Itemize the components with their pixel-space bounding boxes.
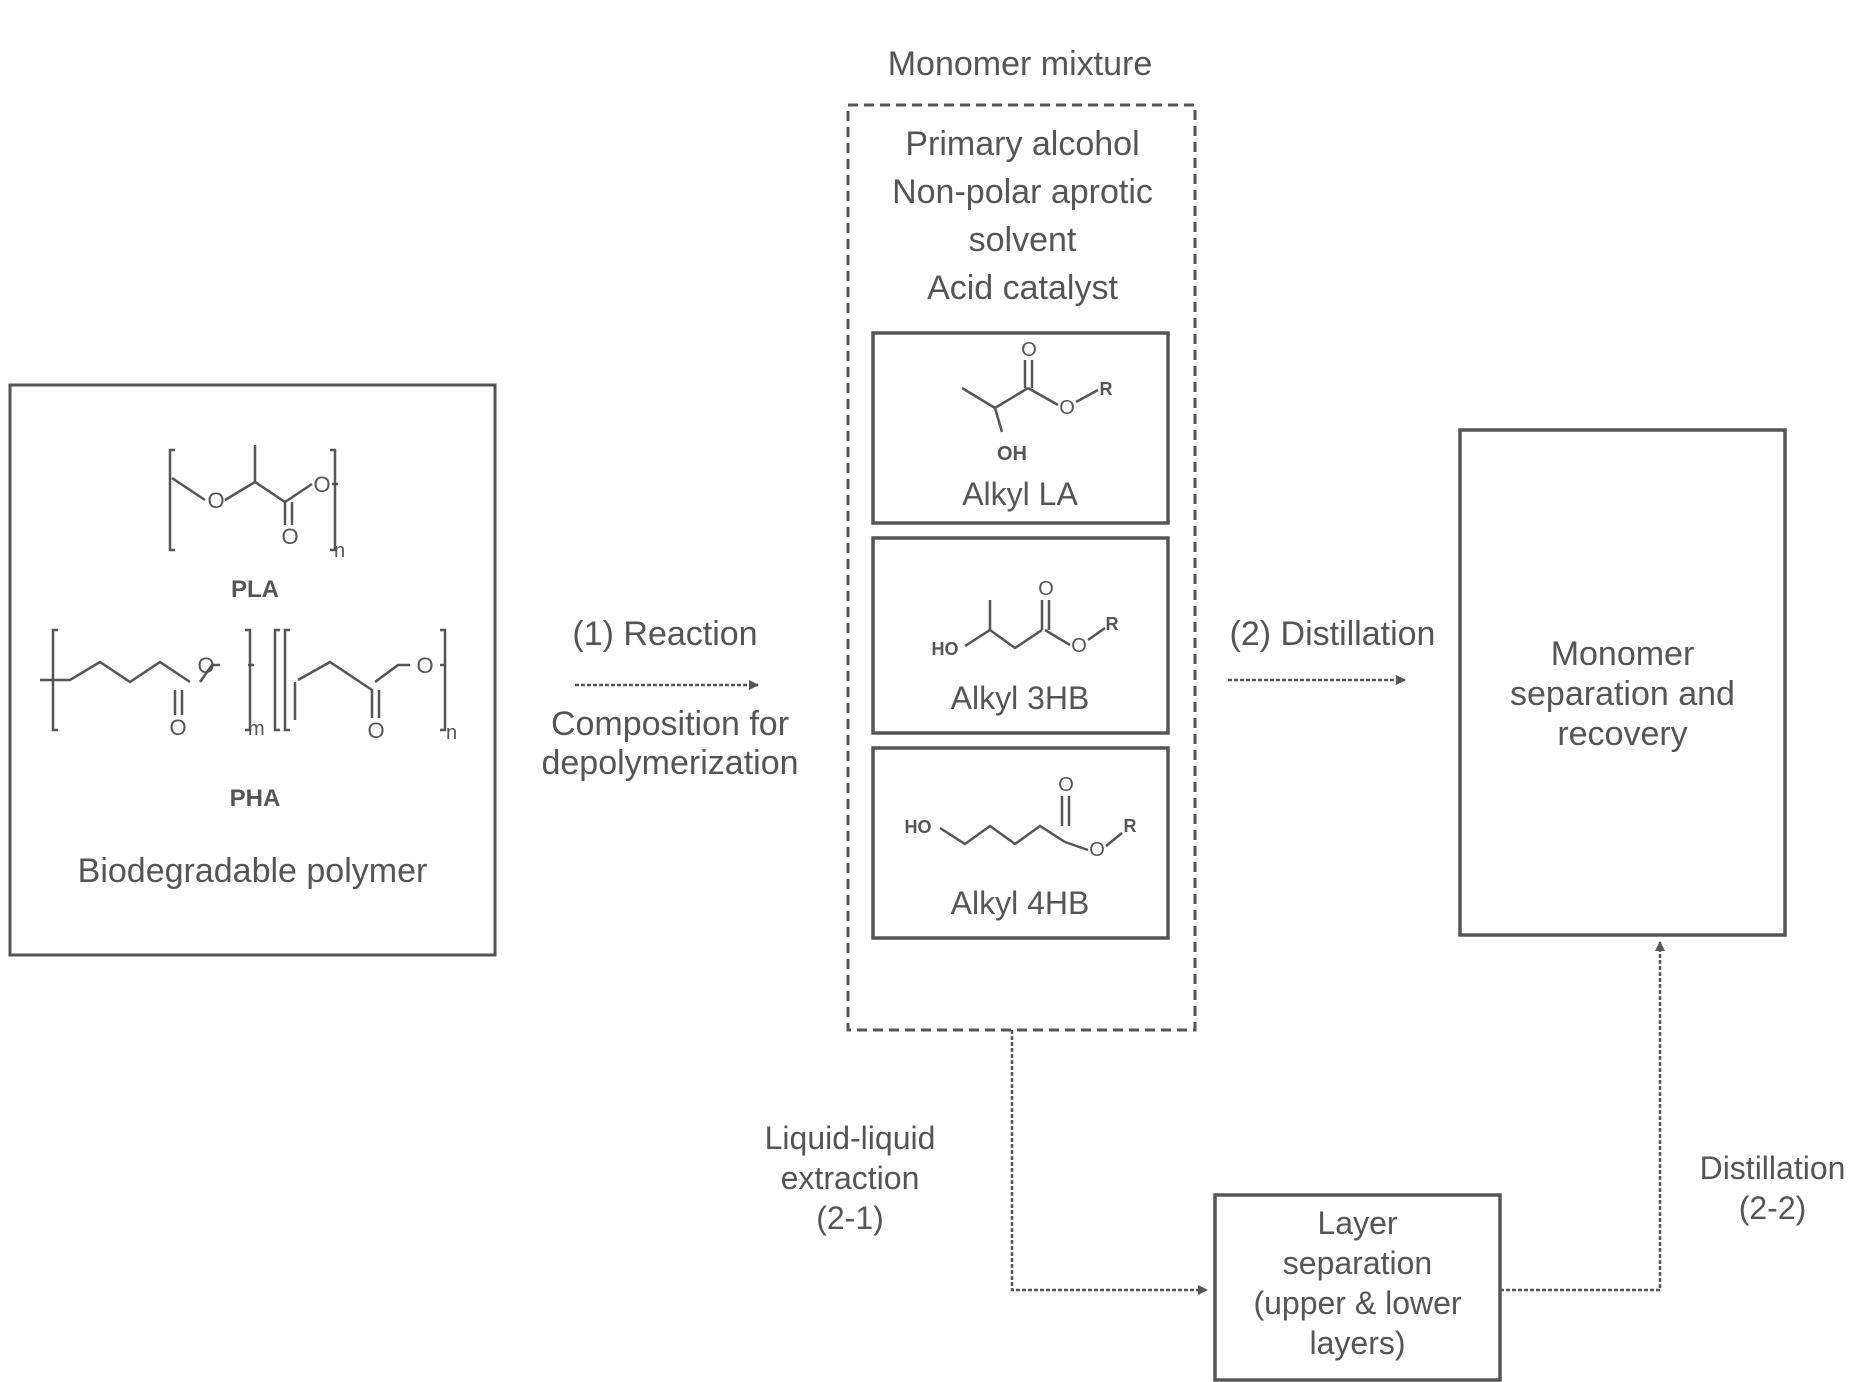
alkyl-la-ester-o: O <box>1059 397 1075 419</box>
polymer-caption: Biodegradable polymer <box>20 852 485 891</box>
alkyl-3hb-carbonyl-o: O <box>1038 578 1054 600</box>
pla-o-atom: O <box>313 472 330 497</box>
alkyl-3hb-ho-label: HO <box>932 639 959 659</box>
recovery-line2: separation and <box>1465 675 1780 714</box>
recovery-line1: Monomer <box>1465 635 1780 674</box>
pla-label: PLA <box>200 576 310 604</box>
pha-repeat-subscript-n: n <box>446 722 457 745</box>
pha-o-atom: O <box>416 653 433 678</box>
composition-label-line2: depolymerization <box>510 744 830 783</box>
pha-o-atom: O <box>197 653 214 678</box>
alkyl-la-carbonyl-o: O <box>1021 339 1037 361</box>
pha-label: PHA <box>200 785 310 813</box>
pla-o-atom: O <box>207 488 224 513</box>
mixture-item-primary-alcohol: Primary alcohol <box>855 125 1190 164</box>
pla-carbonyl-o-atom: O <box>281 524 298 549</box>
composition-label-line1: Composition for <box>520 705 820 744</box>
extraction-path-arrow <box>1012 1030 1207 1290</box>
alkyl-4hb-name: Alkyl 4HB <box>880 885 1160 922</box>
extraction-line2: extraction <box>720 1160 980 1197</box>
alkyl-la-structure <box>962 360 1098 432</box>
extraction-line3: (2-1) <box>720 1200 980 1237</box>
mixture-item-solvent-line1: Non-polar aprotic <box>855 173 1190 212</box>
pha-carbonyl-o-atom: O <box>367 718 384 743</box>
alkyl-3hb-ester-o: O <box>1071 635 1087 657</box>
distillation-label: (2) Distillation <box>1205 615 1460 654</box>
alkyl-3hb-name: Alkyl 3HB <box>880 680 1160 717</box>
distillation-22-line1: Distillation <box>1680 1150 1865 1187</box>
pha-repeat-subscript-m: m <box>248 718 265 741</box>
extraction-line1: Liquid-liquid <box>720 1120 980 1157</box>
alkyl-la-oh-label: OH <box>997 443 1027 465</box>
pha-carbonyl-o-atom: O <box>169 715 186 740</box>
layer-line4: layers) <box>1220 1325 1495 1362</box>
recovery-line3: recovery <box>1465 715 1780 754</box>
reaction-label: (1) Reaction <box>540 615 790 654</box>
alkyl-3hb-r-label: R <box>1106 614 1119 634</box>
pha-structure <box>40 630 446 730</box>
layer-line2: separation <box>1220 1245 1495 1282</box>
pla-structure <box>170 445 338 550</box>
alkyl-4hb-ho-label: HO <box>905 817 932 837</box>
alkyl-4hb-carbonyl-o: O <box>1058 774 1074 796</box>
monomer-mixture-title: Monomer mixture <box>840 45 1200 84</box>
mixture-item-acid-catalyst: Acid catalyst <box>855 269 1190 308</box>
layer-line3: (upper & lower <box>1220 1285 1495 1322</box>
layer-line1: Layer <box>1220 1205 1495 1242</box>
alkyl-la-name: Alkyl LA <box>880 476 1160 513</box>
alkyl-la-r-label: R <box>1100 379 1113 399</box>
alkyl-4hb-ester-o: O <box>1089 839 1105 861</box>
mixture-item-solvent-line2: solvent <box>855 221 1190 260</box>
distillation-22-line2: (2-2) <box>1680 1190 1865 1227</box>
distillation-22-path-arrow <box>1500 942 1660 1290</box>
alkyl-4hb-r-label: R <box>1124 816 1137 836</box>
pla-repeat-subscript: n <box>334 540 345 563</box>
